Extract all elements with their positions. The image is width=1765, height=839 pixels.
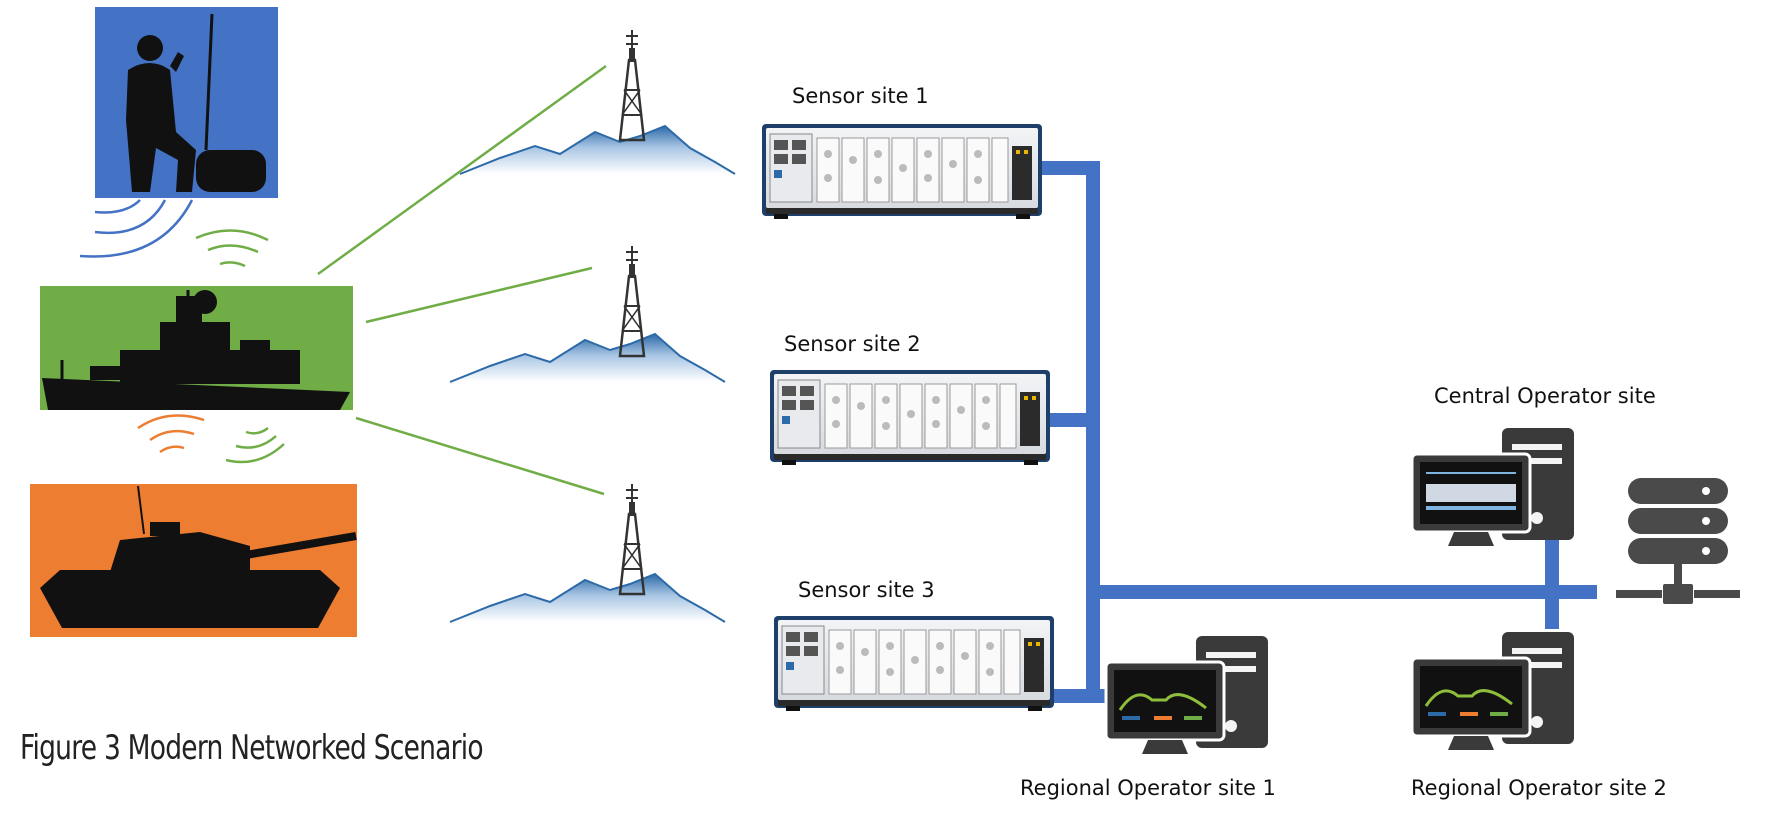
sensor-chassis-2 [769,369,1051,466]
radio-tower-icon [618,482,646,596]
regional-operator-computer-1 [1104,634,1270,756]
radio-link-3 [355,416,605,496]
radio-link-1 [317,64,607,276]
sensor-site-3-label: Sensor site 3 [798,578,935,602]
mountain-icon [459,125,736,175]
sensor-chassis-1 [761,123,1043,220]
sensor-tower-3 [449,482,726,623]
sensor-site-2-label: Sensor site 2 [784,332,921,356]
soldier-panel [95,7,278,198]
radio-waves-soldier [79,199,269,268]
figure-caption: Figure 3 Modern Networked Scenario [20,728,484,768]
radio-link-2 [365,266,593,324]
warship-silhouette-icon [42,290,350,410]
soldier-silhouette-icon [126,13,266,192]
tank-panel [30,484,357,637]
sensor-tower-2 [449,244,726,383]
computer-screen-display [1426,472,1516,510]
mountain-icon [449,333,726,383]
mountain-icon [449,573,726,623]
spectrum-display [1424,689,1513,716]
sensor-site-1-label: Sensor site 1 [792,84,929,108]
central-operator-computer [1410,426,1576,548]
radio-waves-ship [137,414,285,464]
network-bus-trunk [1033,161,1100,703]
ship-panel [40,286,353,410]
regional-operator-site-2-label: Regional Operator site 2 [1411,776,1667,800]
server-stack-icon [1616,478,1740,604]
tank-silhouette-icon [40,485,357,628]
central-operator-site-label: Central Operator site [1434,384,1656,408]
radio-tower-icon [618,28,646,142]
radio-links [317,64,607,496]
regional-operator-computer-2 [1410,630,1576,752]
regional-operator-site-1-label: Regional Operator site 1 [1020,776,1276,800]
spectrum-display [1118,693,1207,720]
sensor-chassis-3 [773,615,1055,712]
sensor-tower-1 [459,28,736,175]
